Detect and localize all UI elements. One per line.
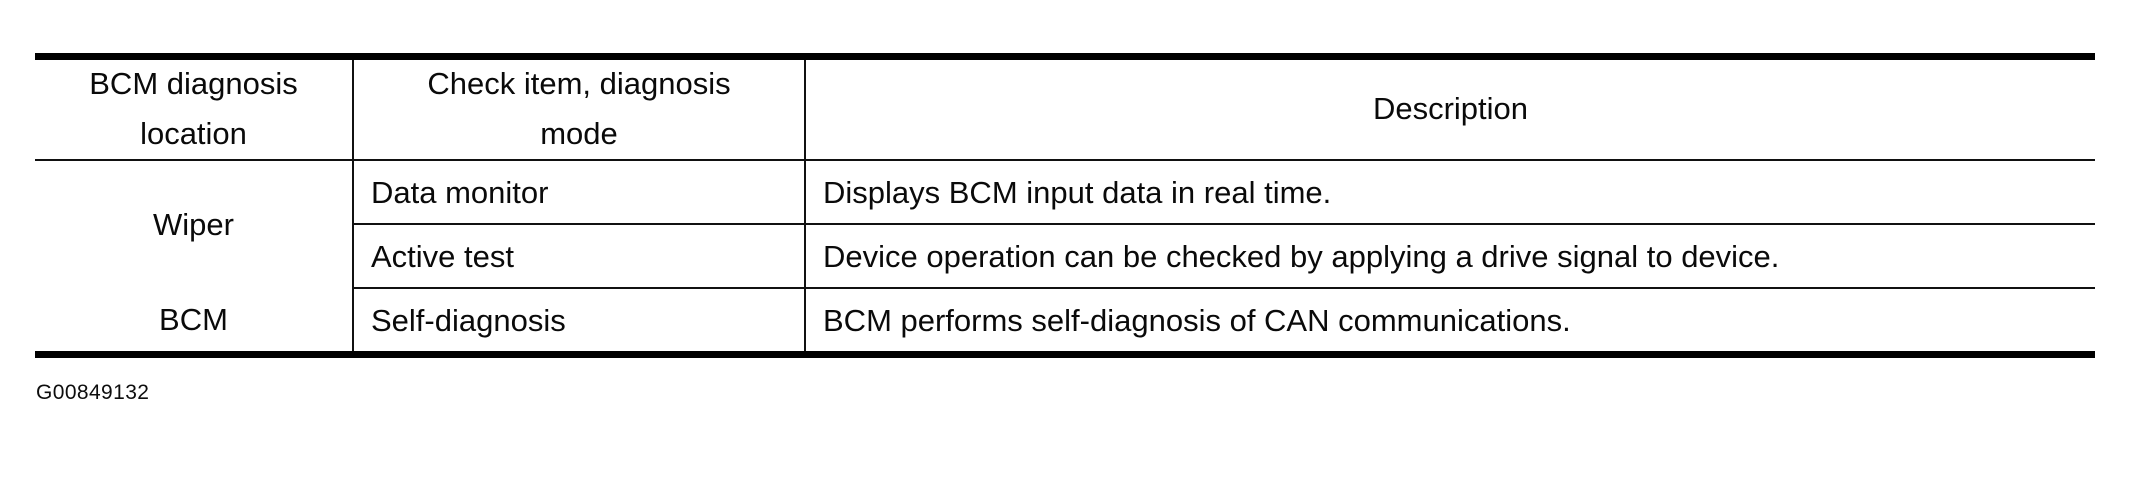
column-header-location: BCM diagnosis location [35,60,354,162]
column-header-location-line2: location [140,115,247,151]
cell-description-self-diagnosis: BCM performs self-diagnosis of CAN commu… [805,288,2095,352]
cell-diagnosis-location-wiper: Wiper [35,160,354,289]
column-header-check-item-line2: mode [540,115,618,151]
table-body: Wiper Data monitor Displays BCM input da… [35,160,2095,352]
column-header-location-line1: BCM diagnosis [89,66,298,101]
column-header-check-item-line1: Check item, diagnosis [427,66,731,101]
cell-check-item-self-diagnosis: Self-diagnosis [353,288,806,352]
check-item-label: Self-diagnosis [371,302,566,338]
table-row: Active test Device operation can be chec… [35,224,2095,290]
description-text: Displays BCM input data in real time. [823,174,1332,210]
diagnosis-location-label: BCM [159,302,228,337]
bcm-diagnosis-table: BCM diagnosis location Check item, diagn… [35,60,2095,352]
cell-description-data-monitor: Displays BCM input data in real time. [805,160,2095,226]
table-top-rule [35,53,2095,60]
cell-check-item-data-monitor: Data monitor [353,160,806,226]
table-header: BCM diagnosis location Check item, diagn… [35,60,2095,162]
diagnosis-location-label: Wiper [153,207,234,242]
column-header-check-item: Check item, diagnosis mode [353,60,806,162]
column-header-description: Description [805,60,2095,162]
cell-check-item-active-test: Active test [353,224,806,290]
bcm-diagnosis-table-wrapper: BCM diagnosis location Check item, diagn… [35,53,2095,359]
column-header-description-label: Description [1372,90,1529,126]
cell-description-active-test: Device operation can be checked by apply… [805,224,2095,290]
cell-diagnosis-location-bcm: BCM [35,288,354,352]
table-header-row: BCM diagnosis location Check item, diagn… [35,60,2095,162]
figure-id-label: G00849132 [36,381,150,404]
table-row: Wiper Data monitor Displays BCM input da… [35,160,2095,289]
check-item-label: Data monitor [371,174,549,210]
description-text: BCM performs self-diagnosis of CAN commu… [823,302,1571,338]
description-text: Device operation can be checked by apply… [823,238,1780,274]
check-item-label: Active test [371,238,514,274]
table-row: BCM Self-diagnosis BCM performs self-dia… [35,288,2095,352]
table-bottom-rule [35,351,2095,359]
